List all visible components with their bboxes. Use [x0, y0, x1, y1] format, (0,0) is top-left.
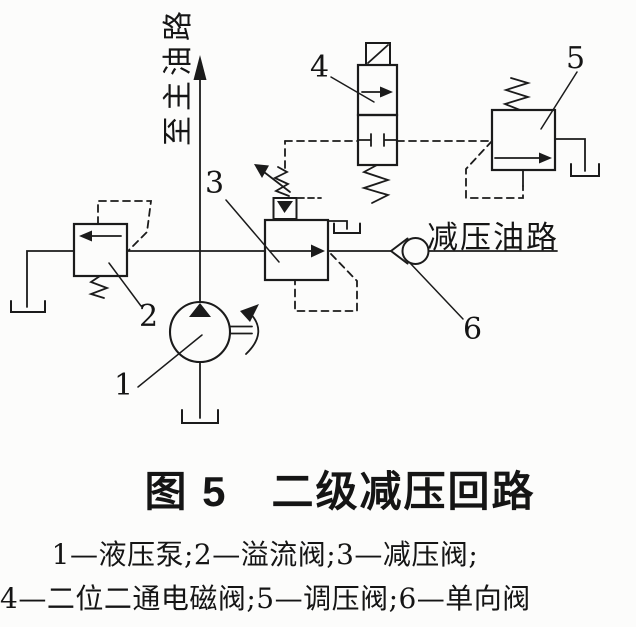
- valve4-open-position: [356, 63, 399, 117]
- callout-5-regulating-valve: 5: [566, 41, 586, 76]
- regulating-spring-icon: [502, 77, 532, 111]
- pump-outlet-triangle-icon: [189, 303, 211, 317]
- callout-3-reducing-valve: 3: [205, 166, 225, 201]
- leader-5: [540, 71, 578, 130]
- reducing-valve-symbol: [254, 164, 361, 312]
- leader-4: [330, 76, 375, 103]
- callout-4-solenoid-valve: 4: [310, 50, 330, 85]
- reduced-circuit-label: 减压油路: [427, 220, 559, 256]
- valve4-blocked-ports-icon: [357, 133, 398, 147]
- adjust-arrow-icon: [254, 164, 269, 178]
- relief-spring-icon: [88, 275, 110, 299]
- flow-arrow-up-icon: [193, 55, 207, 80]
- regulating-tank-icon: [570, 163, 600, 177]
- check-valve-symbol: [390, 237, 430, 265]
- regulating-valve-symbol: [490, 77, 600, 187]
- main-flow-lines: [126, 55, 558, 303]
- check-valve-seat: [390, 237, 409, 265]
- leader-lines: [108, 71, 578, 388]
- legend-line-1: 1—液压泵;2—溢流阀;3—减压阀;: [51, 538, 479, 571]
- callout-1-pump: 1: [114, 368, 134, 403]
- relief-valve-symbol: [10, 200, 153, 313]
- pilot-control-lines: [284, 140, 524, 199]
- valve4-spring-icon: [360, 164, 391, 204]
- solenoid-valve-symbol: [356, 42, 399, 204]
- pump-shaft: [229, 325, 253, 335]
- reducing-flow-arrow-icon: [311, 244, 325, 258]
- adjust-arrow-shaft: [263, 171, 291, 193]
- to-main-circuit-label: 至主油路: [161, 6, 196, 146]
- figure-title: 图 5 二级减压回路: [144, 468, 536, 515]
- relief-pilot-dashed: [97, 200, 153, 251]
- valve4-flow-arrow-icon: [380, 86, 393, 98]
- solenoid-coil-diagonal: [367, 44, 389, 64]
- pilot-spring-icon: [272, 166, 290, 197]
- rotation-arrow-icon: [240, 304, 259, 322]
- leader-1: [137, 334, 203, 388]
- pump-symbol: [168, 300, 260, 424]
- callout-2-relief-valve: 2: [139, 299, 159, 334]
- reducing-tank-icon: [333, 222, 361, 234]
- reducing-drain-line: [327, 220, 348, 230]
- reducing-pilot-box: [272, 197, 298, 220]
- callout-6-check-valve: 6: [463, 312, 483, 347]
- regulating-flow-arrow-icon: [539, 152, 552, 164]
- regulating-drain-line: [554, 138, 586, 172]
- leader-3: [225, 199, 280, 263]
- pump-tank-icon: [181, 409, 219, 424]
- reducing-feedback-dashed: [294, 253, 358, 312]
- pilot-poppet-icon: [277, 201, 293, 213]
- relief-drain-line: [26, 250, 75, 308]
- relief-tank-icon: [10, 300, 46, 313]
- leader-6: [409, 262, 464, 320]
- leader-2: [108, 262, 142, 307]
- legend-line-2: 4—二位二通电磁阀;5—调压阀;6—单向阀: [0, 582, 531, 615]
- relief-flow-arrow-icon: [79, 230, 92, 242]
